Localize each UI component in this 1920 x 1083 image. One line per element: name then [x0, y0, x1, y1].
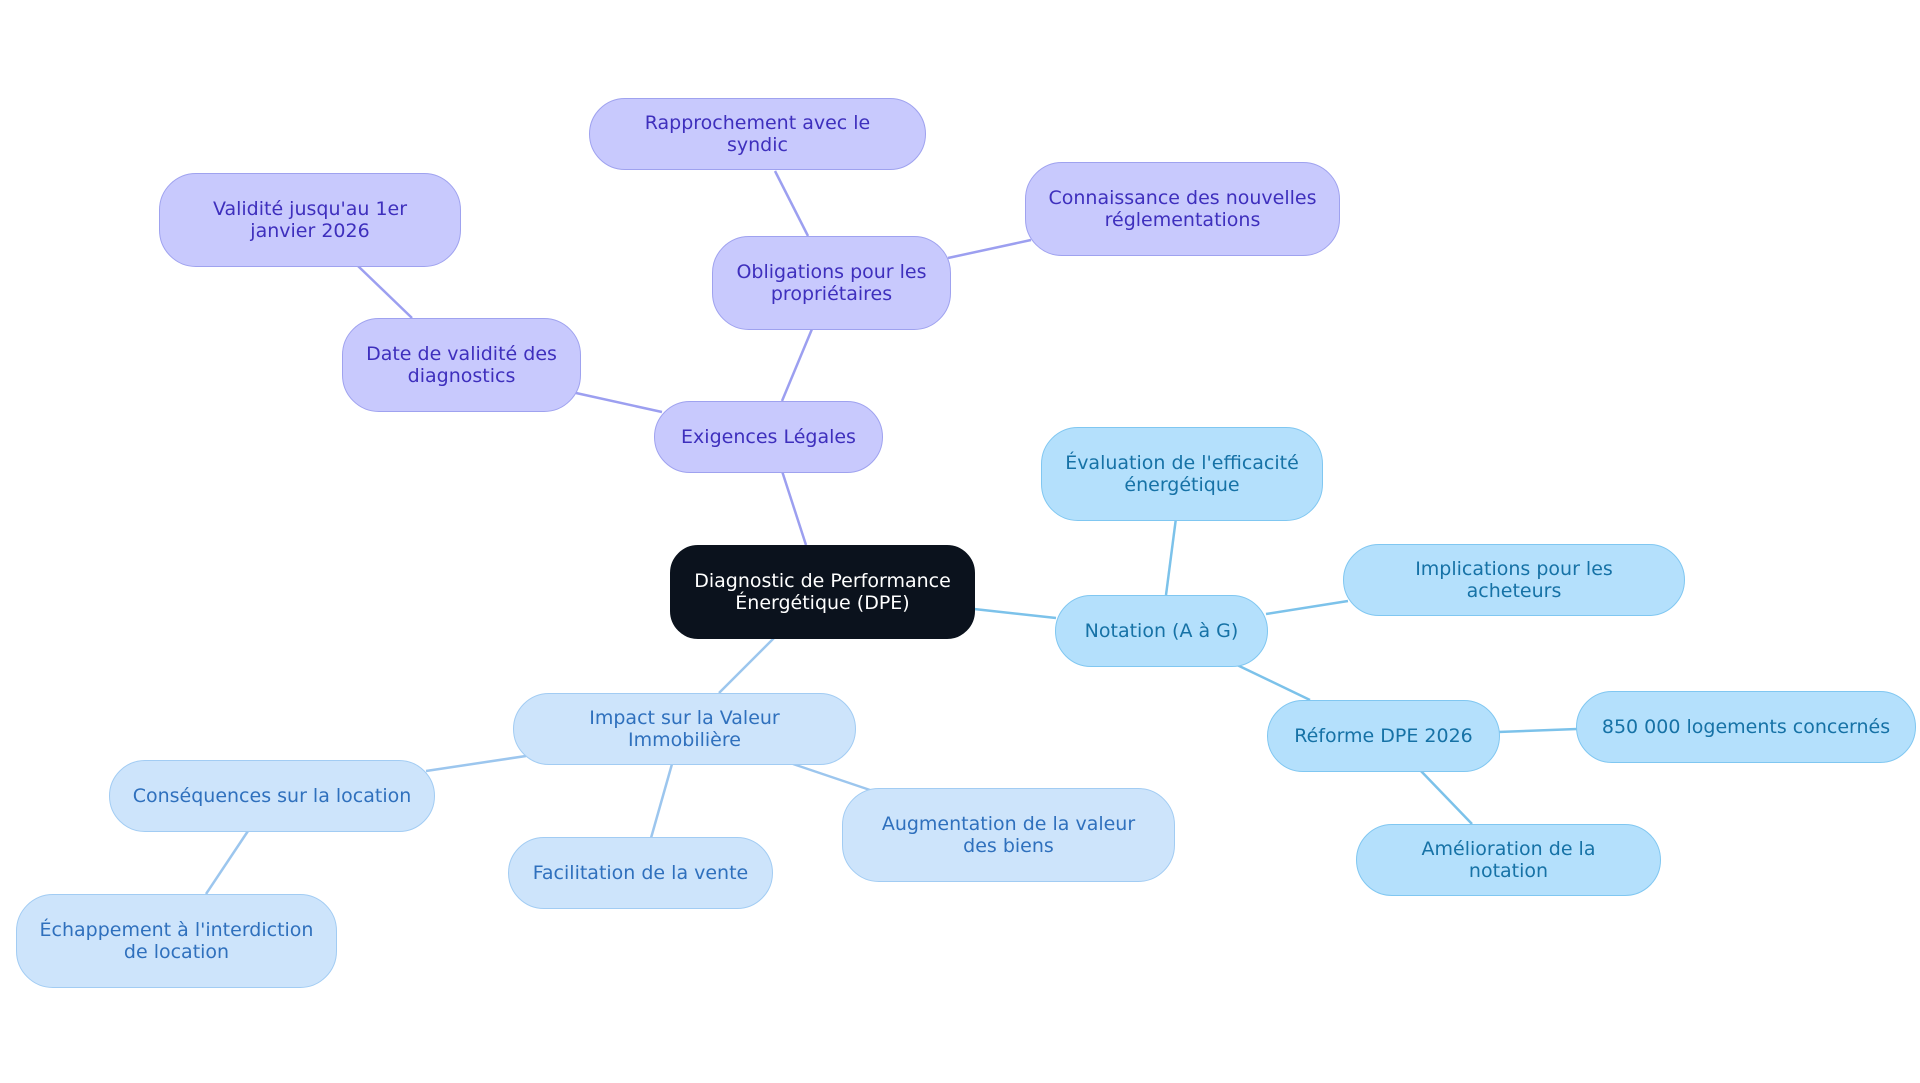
edge-value-sale	[649, 763, 674, 839]
node-energy-efficiency[interactable]: Évaluation de l'efficacité énergétique	[1041, 427, 1323, 521]
edge-root-value	[718, 637, 775, 694]
node-property-value-label: Impact sur la Valeur Immobilière	[589, 707, 780, 751]
node-root[interactable]: Diagnostic de Performance Énergétique (D…	[670, 545, 975, 639]
edge-legal-validity	[575, 391, 663, 414]
node-new-regulations[interactable]: Connaissance des nouvelles réglementatio…	[1025, 162, 1340, 256]
node-homes-affected[interactable]: 850 000 logements concernés	[1576, 691, 1916, 763]
node-sale-facilitation-label: Facilitation de la vente	[532, 862, 749, 884]
node-buyer-implications[interactable]: Implications pour les acheteurs	[1343, 544, 1685, 616]
node-rental-ban-escape[interactable]: Échappement à l'interdiction de location	[16, 894, 337, 988]
node-rental-consequences-label: Conséquences sur la location	[132, 785, 412, 807]
node-sale-facilitation[interactable]: Facilitation de la vente	[508, 837, 773, 909]
edge-reform-homes	[1497, 727, 1578, 734]
node-validity-date[interactable]: Date de validité des diagnostics	[342, 318, 581, 412]
node-owner-obligations[interactable]: Obligations pour les propriétaires	[712, 236, 951, 330]
node-buyer-implications-label: Implications pour les acheteurs	[1415, 558, 1613, 602]
node-rating-improvement[interactable]: Amélioration de la notation	[1356, 824, 1661, 896]
node-property-value[interactable]: Impact sur la Valeur Immobilière	[513, 693, 856, 765]
node-root-label: Diagnostic de Performance Énergétique (D…	[694, 570, 951, 614]
edge-rating-reform	[1234, 662, 1311, 702]
node-value-increase-label: Augmentation de la valeur des biens	[881, 813, 1136, 857]
node-rating-improvement-label: Amélioration de la notation	[1421, 838, 1596, 882]
node-rating[interactable]: Notation (A à G)	[1055, 595, 1268, 667]
edge-root-rating	[973, 607, 1057, 620]
node-homes-affected-label: 850 000 logements concernés	[1601, 716, 1891, 738]
node-validity-date-label: Date de validité des diagnostics	[366, 343, 557, 387]
edge-rating-efficiency	[1164, 517, 1178, 596]
node-legal-requirements[interactable]: Exigences Légales	[654, 401, 883, 473]
edge-reform-improvement	[1419, 769, 1473, 825]
edge-rating-buyers	[1265, 599, 1349, 616]
node-validity-until[interactable]: Validité jusqu'au 1er janvier 2026	[159, 173, 461, 267]
node-rental-consequences[interactable]: Conséquences sur la location	[109, 760, 435, 832]
node-reform-2026[interactable]: Réforme DPE 2026	[1267, 700, 1500, 772]
edge-value-increase	[792, 762, 871, 792]
node-validity-until-label: Validité jusqu'au 1er janvier 2026	[212, 198, 408, 242]
edge-rental-escape	[204, 830, 250, 895]
node-syndic[interactable]: Rapprochement avec le syndic	[589, 98, 926, 170]
edge-root-legal	[780, 470, 808, 546]
edge-value-rental	[425, 754, 527, 773]
node-reform-2026-label: Réforme DPE 2026	[1294, 725, 1473, 747]
node-owner-obligations-label: Obligations pour les propriétaires	[736, 261, 927, 305]
node-value-increase[interactable]: Augmentation de la valeur des biens	[842, 788, 1175, 882]
node-rating-label: Notation (A à G)	[1084, 620, 1239, 642]
node-new-regulations-label: Connaissance des nouvelles réglementatio…	[1048, 187, 1317, 231]
node-rental-ban-escape-label: Échappement à l'interdiction de location	[39, 919, 314, 963]
edge-obligations-syndic	[773, 170, 810, 237]
edge-legal-obligations	[780, 328, 814, 402]
node-syndic-label: Rapprochement avec le syndic	[644, 112, 871, 156]
edge-validity-until	[357, 265, 413, 319]
node-energy-efficiency-label: Évaluation de l'efficacité énergétique	[1065, 452, 1299, 496]
edge-obligations-knowledge	[947, 238, 1032, 260]
node-legal-requirements-label: Exigences Légales	[681, 426, 856, 448]
